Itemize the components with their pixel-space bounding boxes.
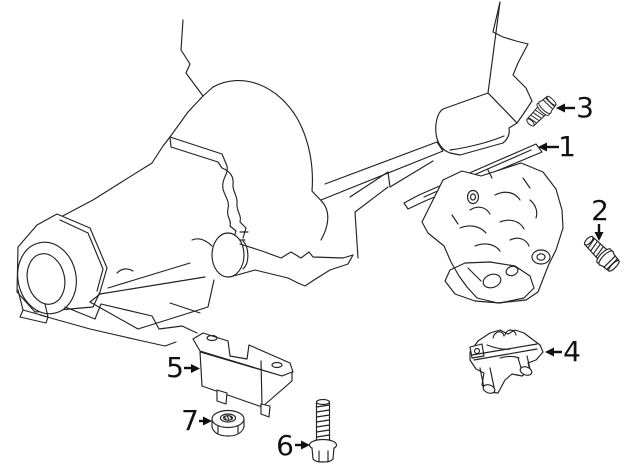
frame-rail-drawing [54,1,533,259]
part-5-mount-drawing [192,332,294,418]
transmission-drawing [16,79,354,347]
callout-5-label[interactable]: 5 [166,351,184,384]
part-1-bracket-drawing [403,143,564,304]
callout-1-label[interactable]: 1 [558,130,576,163]
callout-3[interactable]: 3 [556,91,594,124]
part-4-bracket-drawing [469,329,544,394]
callout-3-label[interactable]: 3 [576,91,594,124]
callout-4[interactable]: 4 [545,335,581,368]
callout-7-label[interactable]: 7 [181,404,199,437]
callout-6[interactable]: 6 [276,429,310,462]
nut-7-drawing [211,409,245,437]
callout-4-label[interactable]: 4 [563,335,581,368]
callout-5[interactable]: 5 [166,351,200,384]
callout-2[interactable]: 2 [591,194,609,241]
callout-7[interactable]: 7 [181,404,212,437]
bolt-3-drawing [526,95,557,127]
callout-2-label[interactable]: 2 [591,194,609,227]
bolt-6-drawing [308,398,338,463]
bolt-2-drawing [583,235,620,272]
callout-1[interactable]: 1 [538,130,576,163]
callout-6-label[interactable]: 6 [276,429,294,462]
